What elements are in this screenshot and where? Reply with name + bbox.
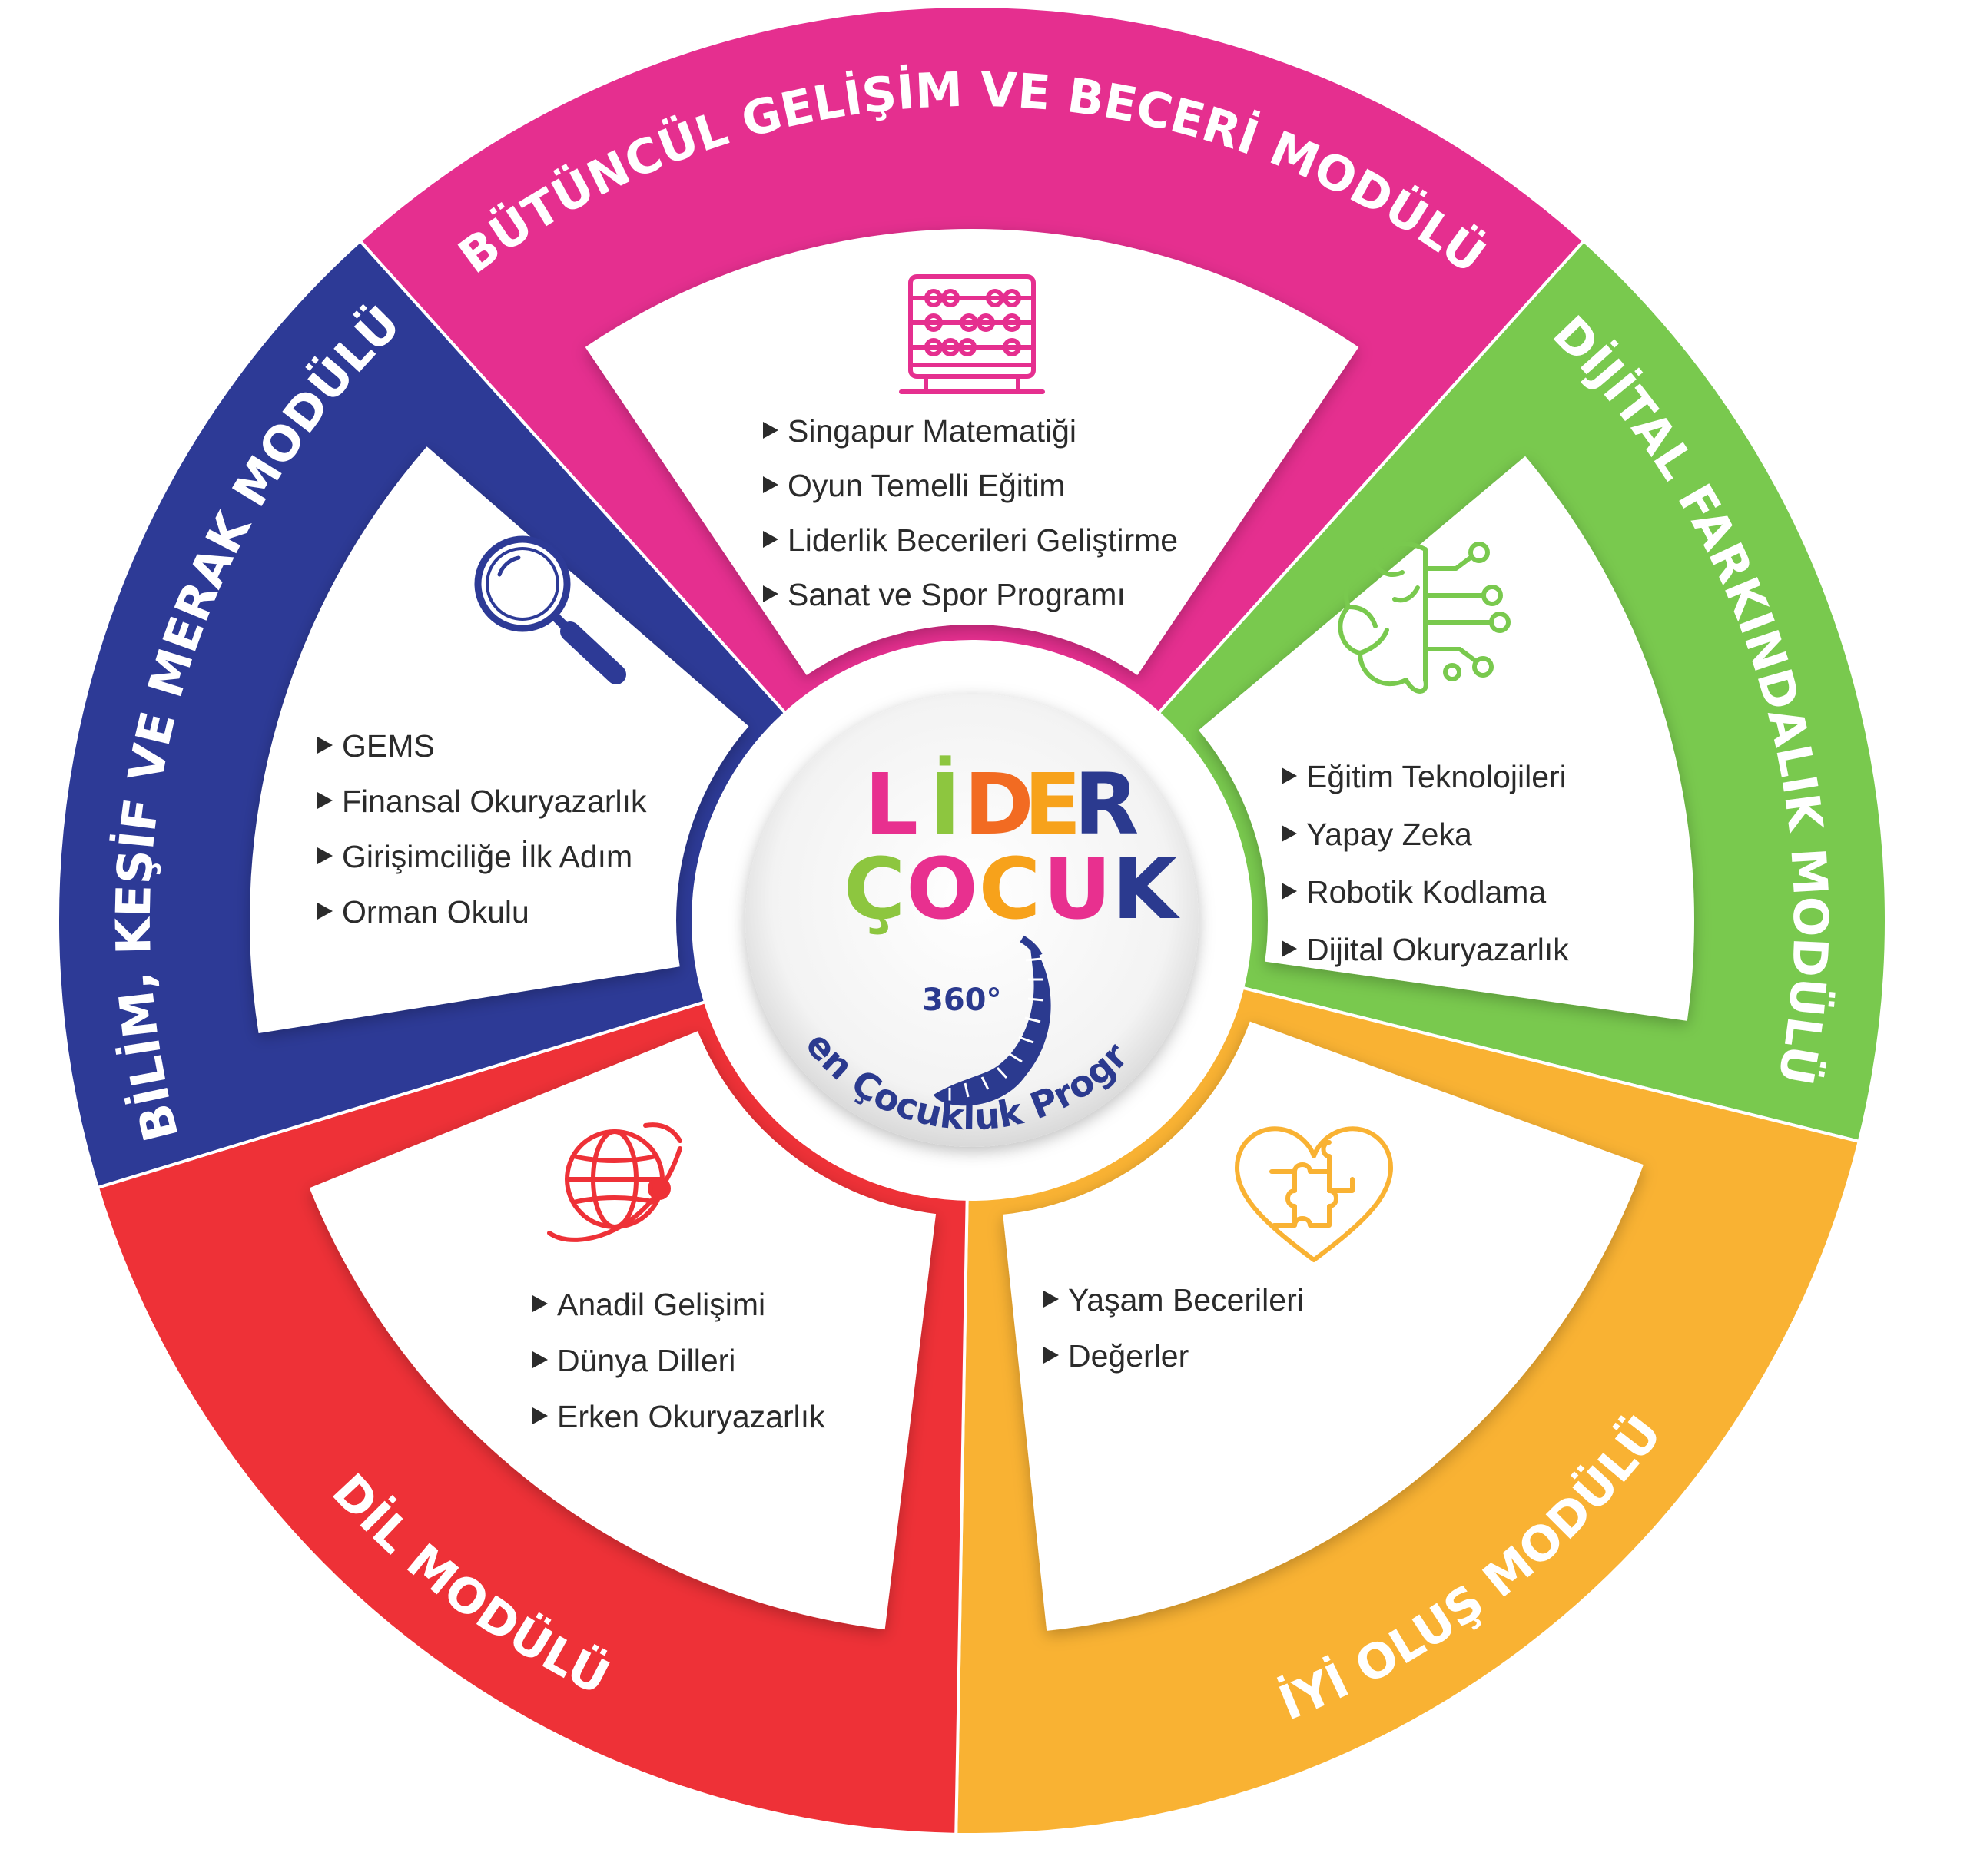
magnifier-icon — [474, 535, 626, 684]
list-item-bilim: Girişimciliğe İlk Adım — [342, 839, 632, 874]
panel-dil — [309, 1031, 937, 1630]
logo-letter: İ — [930, 754, 961, 853]
panel-dijital — [1198, 456, 1694, 1021]
logo-letter: D — [964, 755, 1033, 853]
logo-letter: U — [1043, 840, 1111, 938]
bullet-icon — [1282, 767, 1297, 784]
abacus-icon — [899, 274, 1045, 394]
list-item-butuncul: Oyun Temelli Eğitim — [788, 468, 1066, 503]
panel-bilim — [250, 446, 749, 1034]
list-item-dijital: Dijital Okuryazarlık — [1306, 932, 1569, 967]
logo-letter: C — [979, 840, 1041, 938]
bullet-icon — [1282, 825, 1297, 842]
bullet-icon — [763, 422, 778, 439]
bullet-icon — [532, 1407, 548, 1424]
list-item-bilim: Orman Okulu — [342, 894, 529, 930]
360-badge: 360° — [922, 935, 1051, 1106]
module-panels — [250, 228, 1694, 1631]
list-item-iyi-olus: Yaşam Becerileri — [1068, 1282, 1304, 1318]
panel-iyi-olus — [1003, 1021, 1644, 1631]
globe-icon — [547, 1122, 682, 1242]
bullet-icon — [532, 1351, 548, 1368]
list-item-dijital: Robotik Kodlama — [1306, 874, 1546, 910]
list-item-dil: Anadil Gelişimi — [557, 1287, 765, 1322]
logo-letter: E — [1023, 755, 1081, 853]
bullet-icon — [317, 792, 333, 809]
list-item-bilim: Finansal Okuryazarlık — [342, 784, 647, 819]
list-item-dil: Dünya Dilleri — [557, 1343, 735, 1378]
panel-butuncul — [585, 228, 1359, 675]
list-item-butuncul: Singapur Matematiği — [788, 413, 1076, 449]
logo-letter: K — [1112, 840, 1180, 938]
brain-circuit-icon — [1338, 541, 1511, 694]
logo-letter: O — [906, 840, 978, 938]
list-item-butuncul: Liderlik Becerileri Geliştirme — [788, 522, 1178, 558]
list-item-butuncul: Sanat ve Spor Programı — [788, 577, 1126, 612]
bullet-icon — [317, 847, 333, 864]
bullet-icon — [1043, 1347, 1059, 1364]
bullet-icon — [317, 737, 333, 754]
bullet-icon — [763, 531, 778, 548]
bullet-icon — [1282, 940, 1297, 957]
list-item-bilim: GEMS — [342, 728, 435, 764]
list-item-dijital: Yapay Zeka — [1306, 817, 1472, 852]
bullet-icon — [763, 476, 778, 493]
bullet-icon — [1043, 1291, 1059, 1308]
logo-letter: Ç — [844, 840, 906, 938]
logo-letter: L — [864, 755, 918, 853]
list-item-dijital: Eğitim Teknolojileri — [1306, 759, 1567, 794]
list-item-iyi-olus: Değerler — [1068, 1338, 1189, 1374]
bullet-icon — [1282, 883, 1297, 900]
bullet-icon — [763, 585, 778, 602]
logo-letter: R — [1074, 755, 1139, 853]
360-label: 360° — [922, 983, 1002, 1018]
list-item-dil: Erken Okuryazarlık — [557, 1399, 825, 1434]
bullet-icon — [317, 903, 333, 920]
hub-disc — [745, 694, 1199, 1147]
heart-puzzle-icon — [1235, 1126, 1393, 1262]
bullet-icon — [532, 1295, 548, 1312]
